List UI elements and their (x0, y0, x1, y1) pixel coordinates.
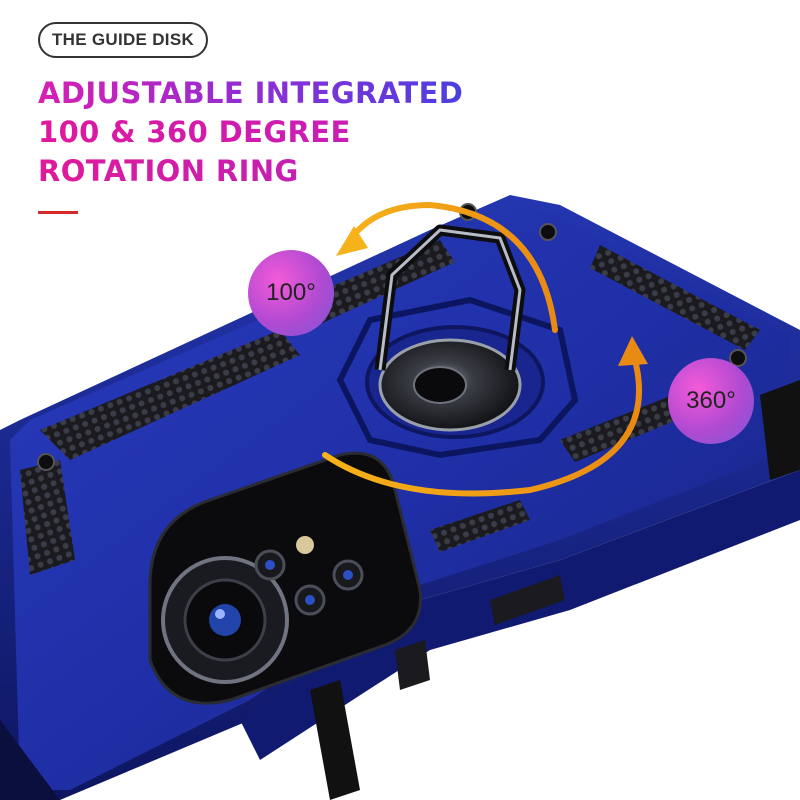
grip-strips (20, 240, 760, 575)
guide-disk-badge: THE GUIDE DISK (38, 22, 208, 58)
accent-divider (38, 211, 78, 214)
headline-line-1: ADJUSTABLE INTEGRATED (38, 74, 463, 113)
arrow-head-100-icon (336, 226, 368, 256)
headline-line-3: ROTATION RING (38, 152, 463, 191)
camera-module (148, 451, 423, 705)
arrow-head-360-icon (618, 336, 648, 366)
headline-line-2: 100 & 360 DEGREE (38, 113, 463, 152)
headline: ADJUSTABLE INTEGRATED 100 & 360 DEGREE R… (38, 74, 463, 191)
rotation-360-badge: 360° (668, 358, 754, 444)
corner-bumpers (310, 380, 800, 800)
side-buttons (395, 575, 565, 690)
ring-holder (336, 224, 579, 459)
rotation-100-badge: 100° (248, 250, 334, 336)
rotation-arrows (322, 201, 648, 497)
